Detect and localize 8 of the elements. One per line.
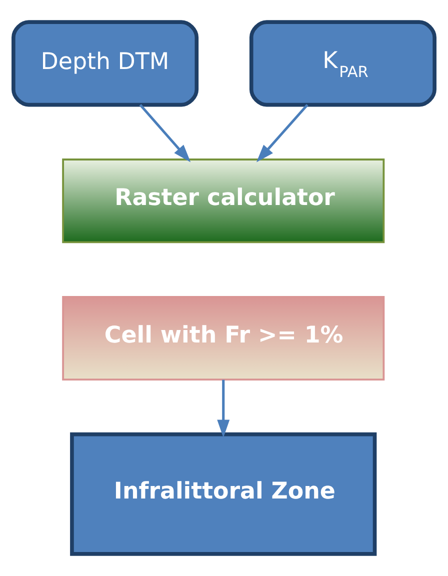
node-box: Depth DTM [12, 20, 199, 107]
arrow [217, 380, 230, 438]
arrow [256, 104, 308, 162]
node-box: Infralittoral Zone [70, 432, 377, 556]
node-box: Raster calculator [62, 158, 385, 244]
node-box: K$_{PAR}$ [249, 20, 436, 107]
arrow [139, 104, 191, 162]
node-box: Cell with Fr >= 1% [62, 296, 385, 381]
